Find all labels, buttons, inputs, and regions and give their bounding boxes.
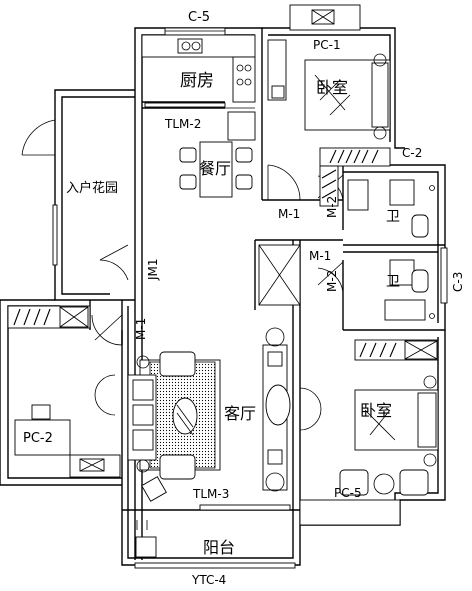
label-bath-top: 卫 <box>386 209 400 225</box>
label-m1-left: M-1 <box>134 318 148 340</box>
top-bedroom-furniture <box>267 39 391 140</box>
label-window-c2: C-2 <box>402 146 422 160</box>
left-room-desk <box>14 404 71 456</box>
label-m2-top: M-2 <box>325 196 339 218</box>
wardrobes <box>7 147 439 361</box>
label-living: 客厅 <box>224 404 256 423</box>
label-window-c5: C-5 <box>188 10 210 25</box>
label-dining: 餐厅 <box>199 159 231 178</box>
label-tlm3: TLM-3 <box>192 487 229 501</box>
label-bedroom-bottom: 卧室 <box>360 401 392 420</box>
label-bedroom-top: 卧室 <box>316 78 348 97</box>
label-m2-mid: M-2 <box>325 270 339 292</box>
label-balcony: 阳台 <box>203 538 235 557</box>
dining-table <box>179 141 253 198</box>
label-window-c3: C-3 <box>451 272 465 292</box>
label-window-ytc4: YTC-4 <box>191 573 226 587</box>
label-kitchen: 厨房 <box>180 71 214 91</box>
label-window-pc1: PC-1 <box>313 38 341 52</box>
label-window-pc5: PC-5 <box>334 486 362 500</box>
balcony-fixture <box>135 520 157 558</box>
label-jm1: JM1 <box>146 258 160 281</box>
kitchen-fixtures <box>141 34 256 141</box>
label-m1-top: M-1 <box>278 207 300 221</box>
living-furniture <box>127 244 301 502</box>
label-tlm2: TLM-2 <box>164 117 201 131</box>
plan-labels: C-5 PC-1 厨房 卧室 TLM-2 餐厅 C-2 入户花园 M-1 M-2… <box>23 10 465 587</box>
windows <box>52 4 448 569</box>
bathroom-fixtures <box>347 179 435 321</box>
label-bath-mid: 卫 <box>386 274 400 290</box>
label-window-pc2: PC-2 <box>23 431 53 446</box>
label-m1-mid: M-1 <box>309 249 331 263</box>
label-entry-garden: 入户花园 <box>66 180 118 196</box>
lower-bedroom-furniture <box>339 375 439 496</box>
